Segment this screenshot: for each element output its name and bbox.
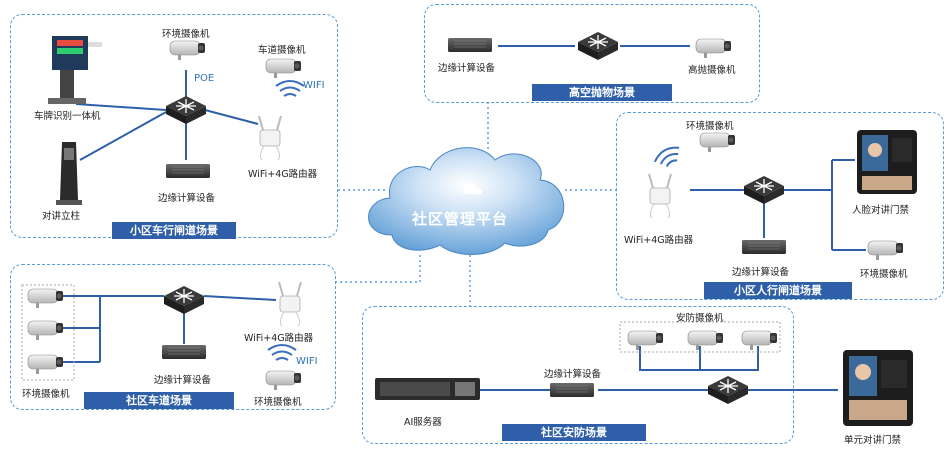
label-env-camera: 环境摄像机 (22, 389, 70, 400)
panel-lane-scene (10, 264, 336, 410)
security-devices (375, 321, 913, 426)
label-edge-device: 边缘计算设备 (154, 375, 212, 386)
label-face-door: 人脸对讲门禁 (852, 205, 910, 216)
label-edge-device: 边缘计算设备 (158, 193, 216, 204)
uplink-lines (336, 102, 616, 308)
tag-lane-scene: 社区车道场景 (84, 392, 234, 409)
label-plate-camera: 车牌识别一体机 (34, 111, 101, 122)
label-router: WiFi+4G路由器 (244, 333, 314, 344)
cloud-icon (463, 182, 483, 194)
panel-security-scene (362, 306, 794, 444)
label-poe: POE (194, 73, 215, 84)
tag-pedestrian-scene: 小区人行闸道场景 (704, 282, 852, 299)
label-env-camera: 环境摄像机 (686, 121, 734, 132)
label-env-camera: 环境摄像机 (860, 269, 908, 280)
label-edge-device: 边缘计算设备 (438, 63, 496, 74)
lane-devices (21, 281, 302, 391)
platform-title: 社区管理平台 (412, 210, 509, 228)
pedestrian-devices (648, 130, 917, 261)
tag-security-scene: 社区安防场景 (502, 424, 646, 441)
label-env-camera: 环境摄像机 (254, 397, 302, 408)
panel-highrise-scene (424, 4, 760, 103)
label-intercom-post: 对讲立柱 (42, 211, 81, 222)
label-router: WiFi+4G路由器 (624, 235, 694, 246)
label-ai-server: AI服务器 (404, 417, 442, 428)
label-router: WiFi+4G路由器 (248, 169, 318, 180)
tag-highrise-scene: 高空抛物场景 (532, 84, 672, 101)
label-wifi: WIFI (303, 80, 325, 91)
panel-pedestrian-scene (616, 112, 944, 300)
label-vehicle-camera: 车道摄像机 (258, 45, 306, 56)
label-env-camera: 环境摄像机 (162, 29, 210, 40)
gate-devices (48, 36, 305, 205)
tag-gate-scene: 小区车行闸道场景 (112, 222, 236, 239)
label-unit-door: 单元对讲门禁 (844, 435, 902, 446)
label-security-cameras: 安防摄像机 (676, 313, 724, 324)
label-highrise-camera: 高抛摄像机 (688, 65, 736, 76)
label-edge-device: 边缘计算设备 (732, 267, 790, 278)
label-wifi: WIFI (296, 356, 318, 367)
cloud-platform (368, 147, 565, 255)
label-edge-device: 边缘计算设备 (544, 369, 602, 380)
